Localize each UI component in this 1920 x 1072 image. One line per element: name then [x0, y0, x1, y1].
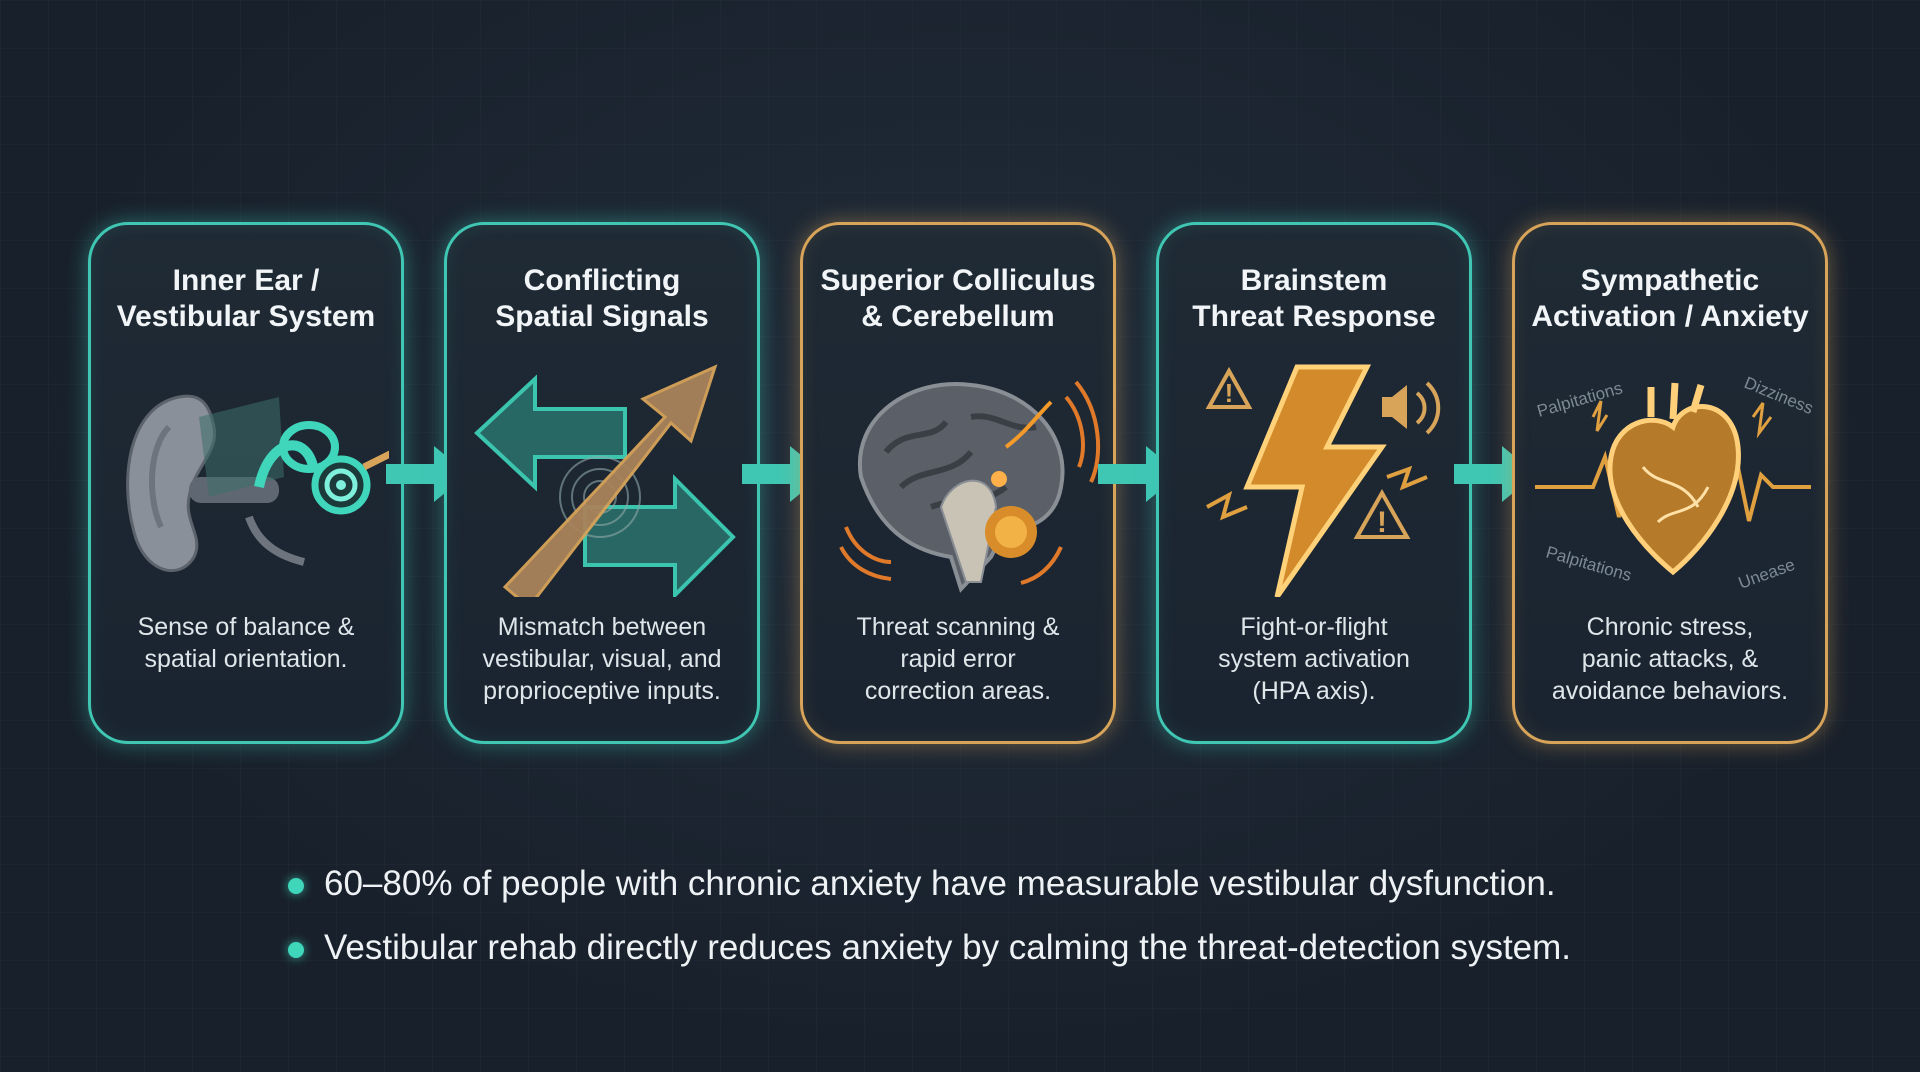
stage-description: Chronic stress,panic attacks, &avoidance…: [1551, 613, 1789, 705]
lightning-bolt-icon: ! !: [1205, 364, 1441, 597]
stage-card-colliculus-cerebellum: Superior Colliculus& Cerebellum Threat s…: [800, 222, 1116, 744]
stage-title: Inner Ear /Vestibular System: [116, 264, 376, 333]
symptom-label: Palpitations: [1544, 543, 1634, 585]
bullet-dot-icon: [288, 942, 304, 958]
bullet-dot-icon: [288, 878, 304, 894]
stage-card-inner-ear: Inner Ear /Vestibular System Sense of ba…: [88, 222, 404, 744]
ear-icon: [126, 394, 389, 573]
symptom-label: Palpitations: [1535, 378, 1625, 420]
conflicting-arrows-icon: [474, 364, 736, 597]
heart-icon: Palpitations Dizziness Palpitations Unea…: [1535, 373, 1813, 593]
symptom-label: Unease: [1736, 555, 1798, 593]
svg-text:!: !: [1377, 506, 1387, 539]
stage-title: Superior Colliculus& Cerebellum: [820, 264, 1096, 333]
svg-text:!: !: [1225, 378, 1234, 408]
brain-icon: [839, 380, 1101, 593]
symptom-label: Dizziness: [1742, 373, 1813, 418]
stage-description: Sense of balance &spatial orientation.: [137, 613, 355, 673]
